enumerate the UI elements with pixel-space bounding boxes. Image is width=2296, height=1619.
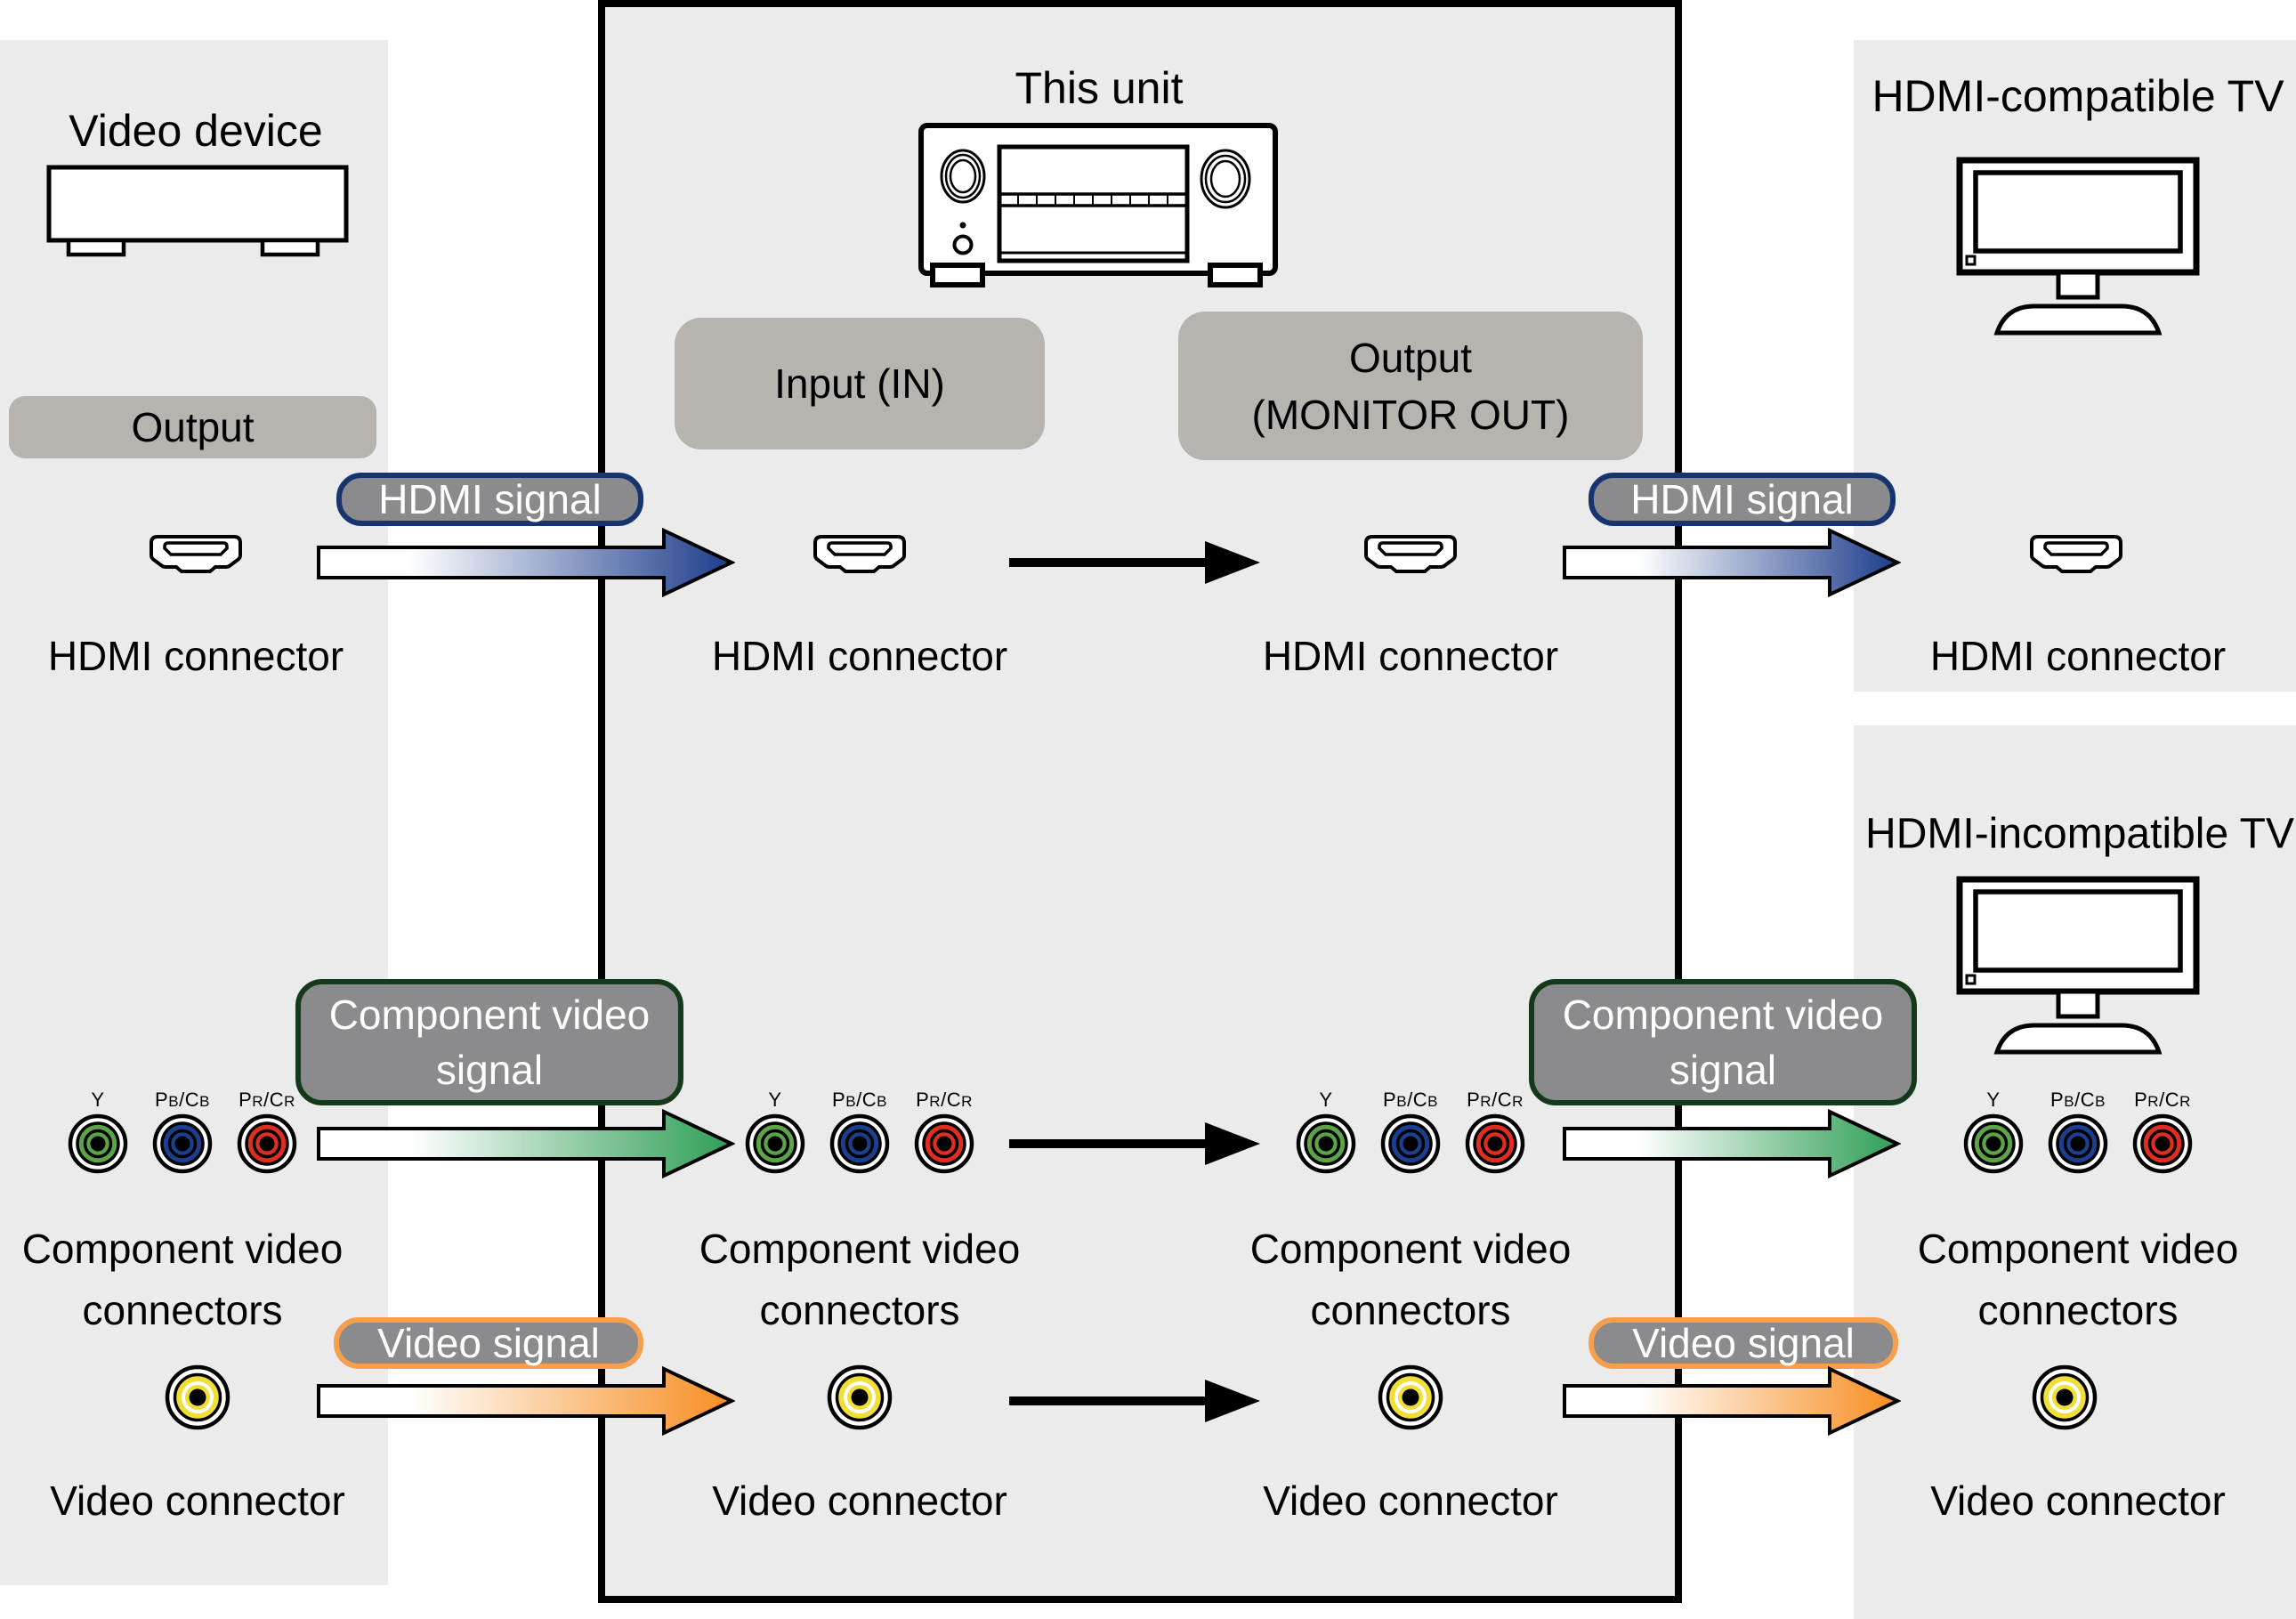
av-receiver-icon: [918, 123, 1278, 287]
component-connectors-label-line1: Component video: [1917, 1226, 2239, 1272]
rca-jack-video-icon: [827, 1364, 893, 1430]
jack-label-pb: PB/CB: [832, 1089, 887, 1111]
rca-jack-pb-icon: [1380, 1113, 1441, 1174]
component-signal-label-line2: signal: [1669, 1047, 1777, 1093]
component-signal-arrow-right: [1563, 1108, 1901, 1179]
jack-label-y: Y: [1986, 1089, 2001, 1111]
jack-label-y: Y: [91, 1089, 105, 1111]
rca-jack-y-icon: [1963, 1113, 2024, 1174]
rca-jack-pr-icon: [914, 1113, 974, 1174]
rca-jack-y-icon: [745, 1113, 805, 1174]
component-connectors-label: Component video connectors: [699, 1218, 1021, 1341]
video-signal-label: Video signal: [1632, 1320, 1855, 1366]
component-signal-label-line1: Component video: [328, 992, 651, 1038]
component-signal-badge-left: Component video signal: [295, 979, 683, 1105]
jack-label-pr: PR/CR: [1467, 1089, 1524, 1111]
hdmi-connector-label: HDMI connector: [1262, 633, 1559, 679]
rca-jack-video-icon: [1378, 1364, 1443, 1430]
hdmi-tv-panel: [1854, 40, 2296, 692]
video-signal-arrow-left: [317, 1365, 735, 1437]
jack-label-pr: PR/CR: [2134, 1089, 2191, 1111]
hdmi-signal-badge-right: HDMI signal: [1589, 473, 1896, 526]
hdmi-connector-icon: [813, 535, 906, 573]
hdmi-signal-arrow-right: [1563, 527, 1901, 598]
monitor-out-label-line1: Output: [1348, 334, 1473, 381]
this-unit-title: This unit: [1015, 63, 1184, 113]
hdmi-signal-arrow-left: [317, 527, 735, 598]
video-signal-label: Video signal: [377, 1320, 600, 1366]
hdmi-connector-label: HDMI connector: [1929, 633, 2227, 679]
hdmi-tv-icon: [1956, 157, 2200, 336]
rca-jack-y-icon: [68, 1113, 128, 1174]
input-in-pill: Input (IN): [675, 318, 1045, 449]
component-signal-label-line2: signal: [435, 1047, 544, 1093]
component-connectors-label-line1: Component video: [699, 1226, 1021, 1272]
jack-label-pb: PB/CB: [2050, 1089, 2106, 1111]
component-connectors-label: Component video connectors: [1250, 1218, 1572, 1341]
component-connectors-label: Component video connectors: [1918, 1218, 2239, 1341]
jack-label-pb: PB/CB: [1383, 1089, 1438, 1111]
hdmi-connector-label: HDMI connector: [711, 633, 1008, 679]
jack-label-pr: PR/CR: [916, 1089, 973, 1111]
hdmi-connector-icon: [150, 535, 242, 573]
hdmi-signal-badge-left: HDMI signal: [336, 473, 643, 526]
rca-jack-pb-icon: [2048, 1113, 2108, 1174]
rca-jack-pr-icon: [237, 1113, 297, 1174]
component-connectors-label-line2: connectors: [1310, 1287, 1511, 1333]
rca-jack-pb-icon: [152, 1113, 213, 1174]
no-hdmi-tv-title: HDMI-incompatible TV: [1865, 810, 2294, 858]
hdmi-connector-label: HDMI connector: [47, 633, 344, 679]
component-connectors-label-line2: connectors: [759, 1287, 960, 1333]
monitor-out-pill: Output (MONITOR OUT): [1178, 312, 1643, 460]
input-in-label: Input (IN): [774, 360, 945, 407]
video-device-panel: [0, 40, 388, 1585]
rca-jack-pr-icon: [1465, 1113, 1525, 1174]
rca-jack-video-icon: [165, 1364, 230, 1430]
video-signal-badge-right: Video signal: [1589, 1317, 1898, 1369]
video-device-title: Video device: [69, 106, 323, 156]
rca-jack-pr-icon: [2132, 1113, 2193, 1174]
jack-label-pb: PB/CB: [155, 1089, 210, 1111]
jack-label-y: Y: [1319, 1089, 1333, 1111]
hdmi-connector-icon: [2030, 535, 2122, 573]
video-signal-arrow-right: [1563, 1365, 1901, 1437]
video-signal-badge-left: Video signal: [334, 1317, 643, 1369]
monitor-out-label-line2: (MONITOR OUT): [1251, 391, 1570, 438]
component-signal-label-line1: Component video: [1562, 992, 1884, 1038]
component-connectors-label: Component video connectors: [22, 1218, 344, 1341]
rca-jack-y-icon: [1296, 1113, 1356, 1174]
rca-jack-pb-icon: [829, 1113, 890, 1174]
hdmi-tv-title: HDMI-compatible TV: [1872, 71, 2284, 121]
component-connectors-label-line1: Component video: [21, 1226, 344, 1272]
no-hdmi-tv-icon: [1956, 876, 2200, 1055]
component-connectors-label-line2: connectors: [1977, 1287, 2179, 1333]
internal-arrow-hdmi: [1009, 541, 1260, 584]
hdmi-connector-icon: [1364, 535, 1457, 573]
hdmi-signal-label: HDMI signal: [378, 476, 602, 522]
output-label: Output: [131, 404, 255, 450]
internal-arrow-video: [1009, 1380, 1260, 1422]
component-connectors-label-line2: connectors: [82, 1287, 283, 1333]
internal-arrow-component: [1009, 1122, 1260, 1165]
video-connector-label: Video connector: [712, 1477, 1007, 1524]
component-signal-arrow-left: [317, 1108, 735, 1179]
hdmi-signal-label: HDMI signal: [1630, 476, 1854, 522]
rca-jack-video-icon: [2032, 1364, 2098, 1430]
output-label-pill: Output: [9, 396, 376, 458]
video-connector-label: Video connector: [1263, 1477, 1558, 1524]
video-connector-label: Video connector: [50, 1477, 345, 1524]
video-connector-label: Video connector: [1930, 1477, 2226, 1524]
video-device-icon: [46, 165, 349, 257]
component-signal-badge-right: Component video signal: [1529, 979, 1917, 1105]
jack-label-y: Y: [768, 1089, 782, 1111]
jack-label-pr: PR/CR: [238, 1089, 295, 1111]
component-connectors-label-line1: Component video: [1249, 1226, 1572, 1272]
